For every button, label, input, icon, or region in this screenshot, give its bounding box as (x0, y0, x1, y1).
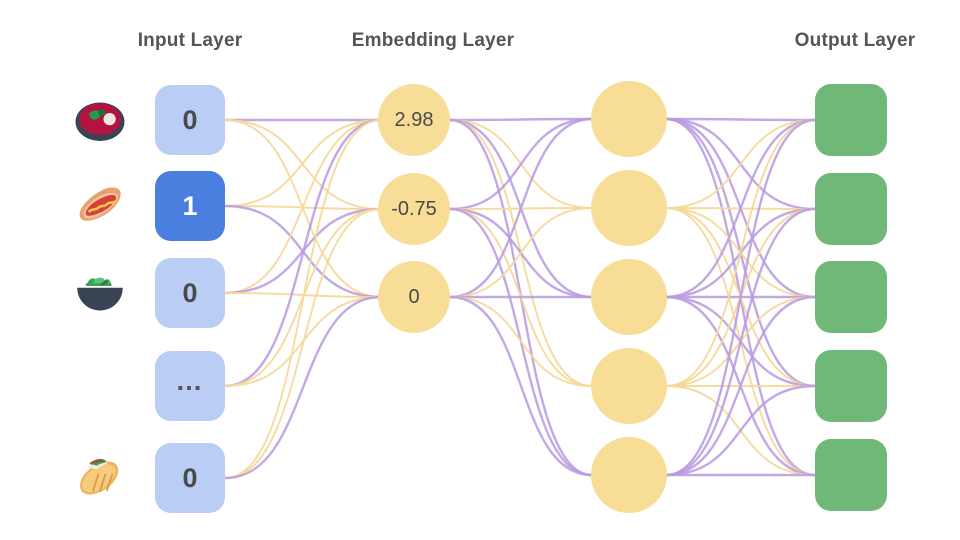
embedding-layer-title: Embedding Layer (351, 30, 515, 51)
output-node-1[interactable] (815, 173, 887, 245)
input-node-4[interactable]: 0 (155, 443, 225, 513)
embedding-node-0[interactable]: 2.98 (378, 84, 450, 156)
meat-on-bone-icon (72, 92, 128, 148)
output-node-0[interactable] (815, 84, 887, 156)
hidden-node-4[interactable] (591, 437, 667, 513)
input-node-0[interactable]: 0 (155, 85, 225, 155)
input-layer-title: Input Layer (137, 30, 243, 51)
output-layer-title: Output Layer (794, 30, 916, 51)
embedding-node-2[interactable]: 0 (378, 261, 450, 333)
output-node-3[interactable] (815, 350, 887, 422)
output-node-4[interactable] (815, 439, 887, 511)
embedding-node-1[interactable]: -0.75 (378, 173, 450, 245)
green-salad-icon (72, 265, 128, 321)
burrito-icon (72, 450, 128, 506)
hidden-node-1[interactable] (591, 170, 667, 246)
input-node-2[interactable]: 0 (155, 258, 225, 328)
input-node-ellipsis[interactable]: … (155, 351, 225, 421)
hidden-node-0[interactable] (591, 81, 667, 157)
output-node-2[interactable] (815, 261, 887, 333)
hidden-node-3[interactable] (591, 348, 667, 424)
hot-dog-icon (72, 178, 128, 234)
input-node-1[interactable]: 1 (155, 171, 225, 241)
hidden-node-2[interactable] (591, 259, 667, 335)
